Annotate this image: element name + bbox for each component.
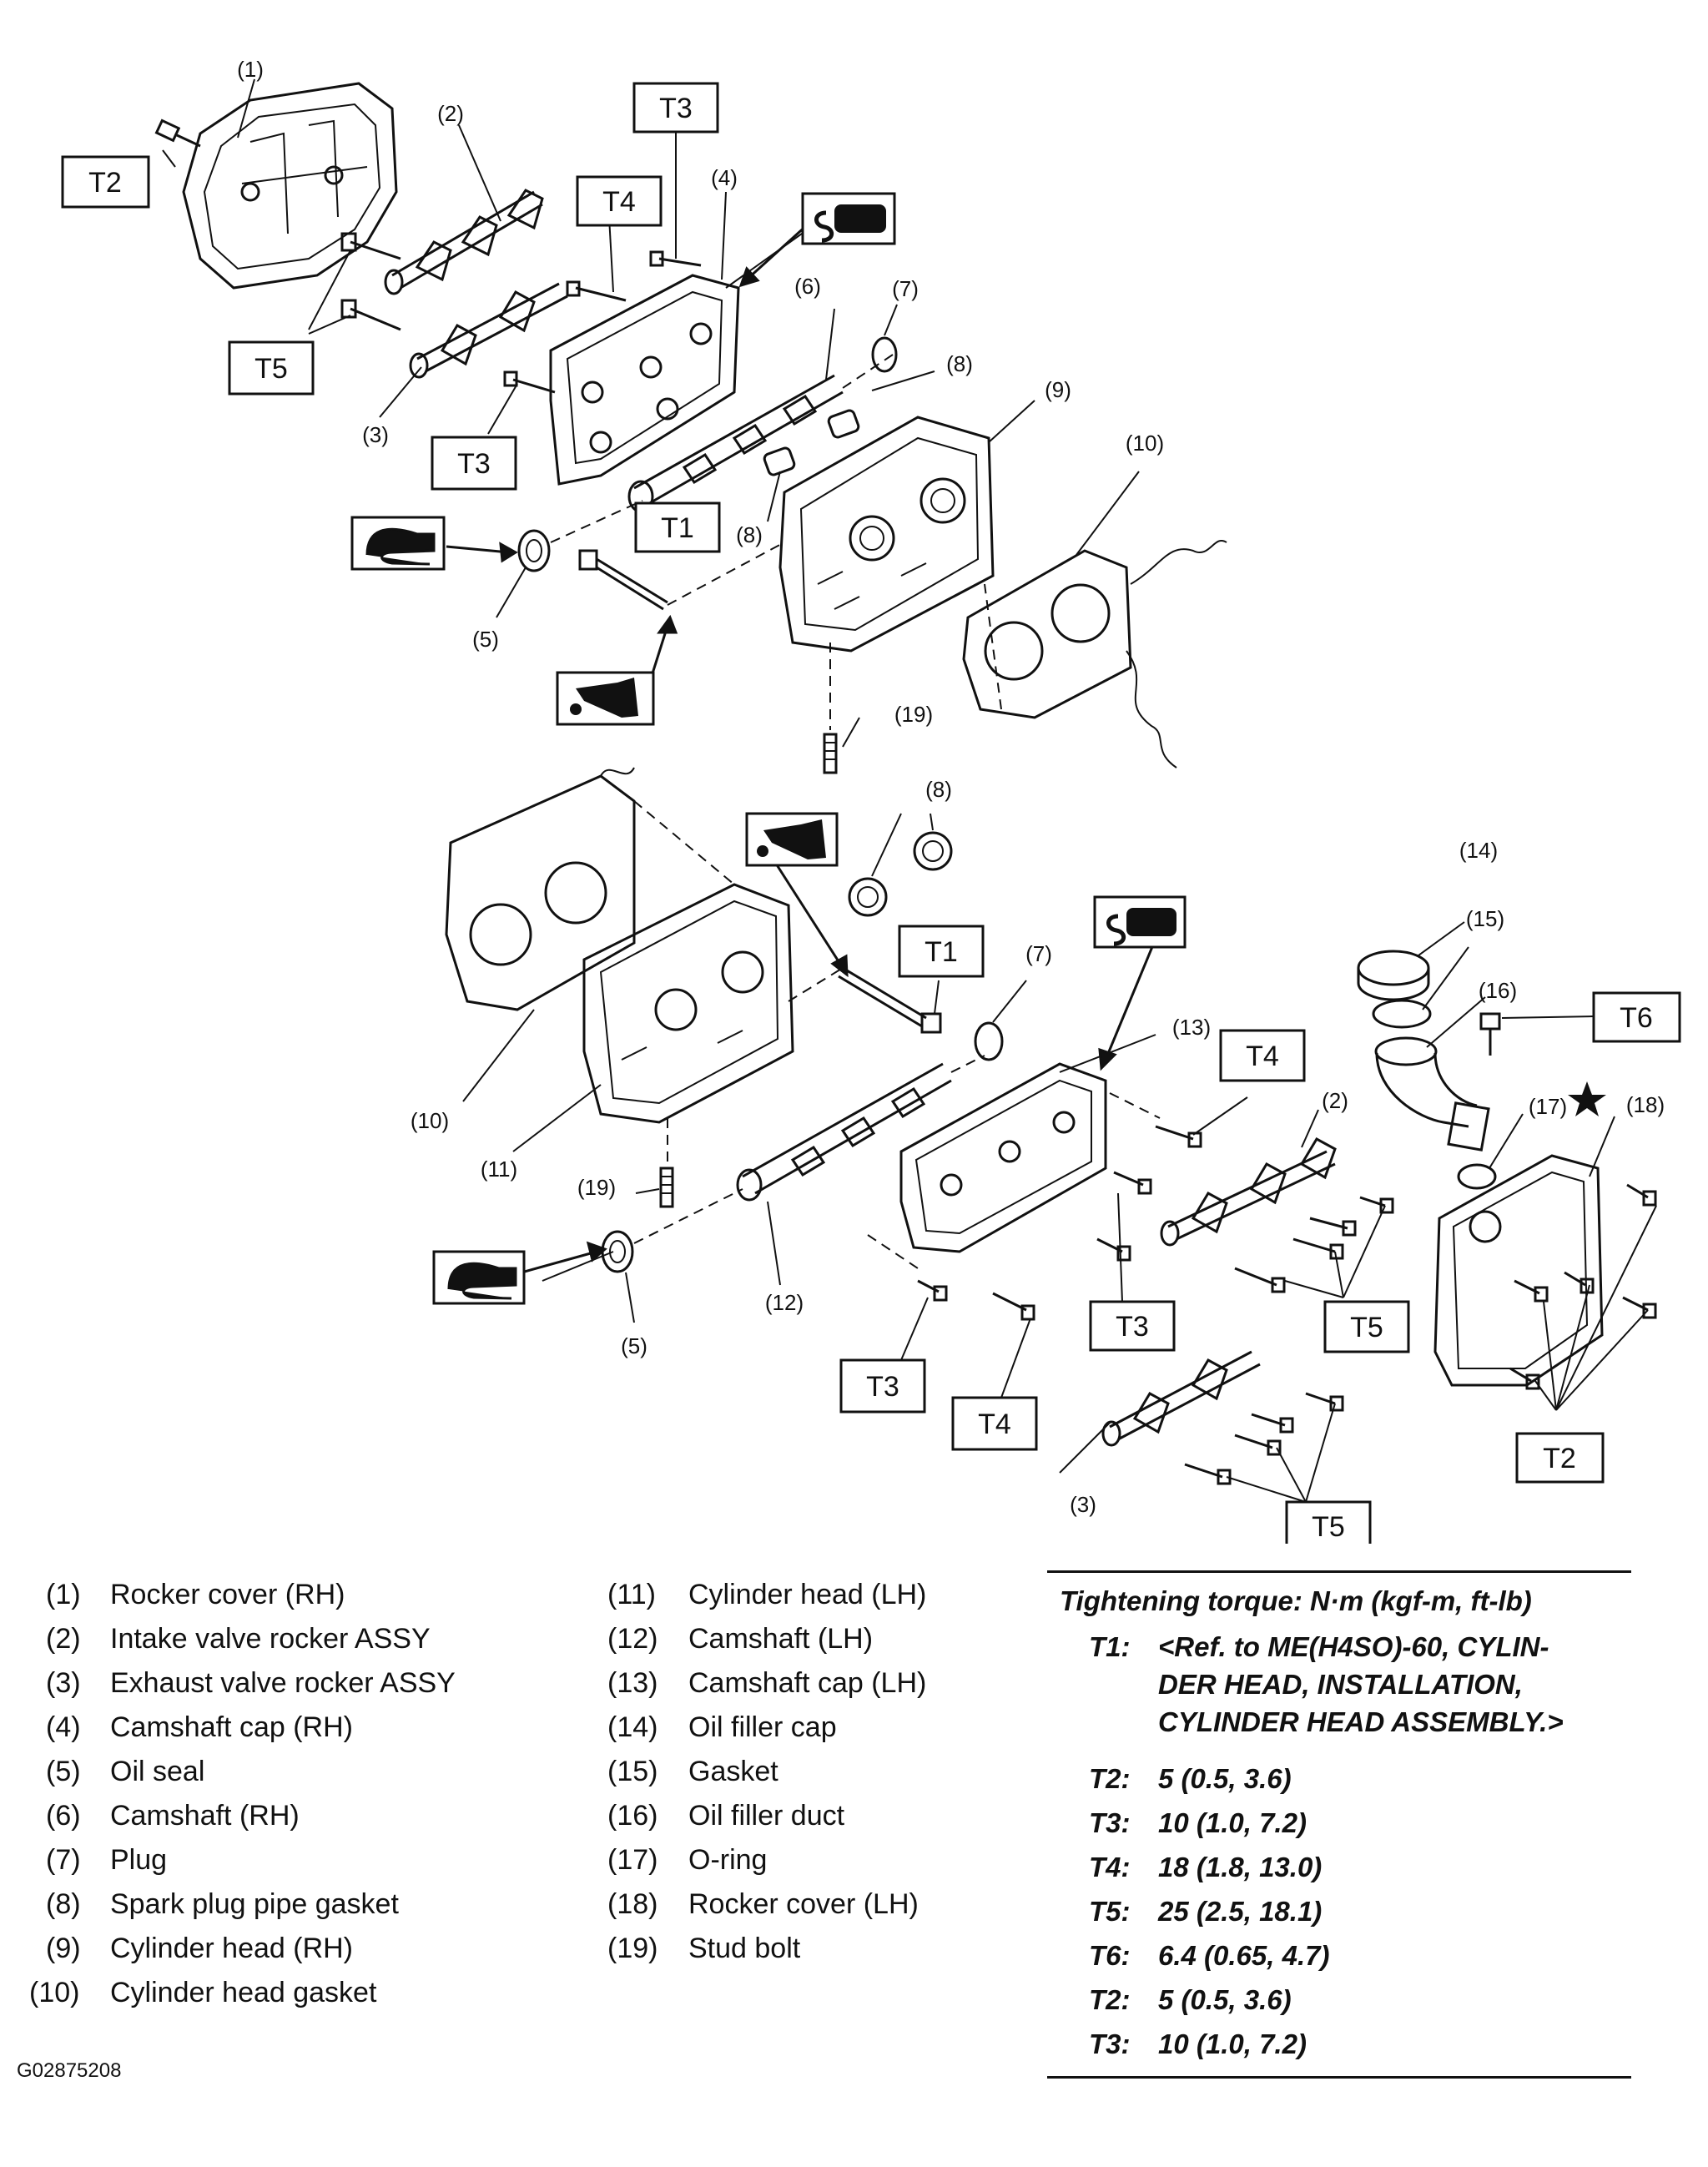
callout-12: (12) xyxy=(765,1290,804,1315)
torque-box-t3-lower: T3 xyxy=(1116,1311,1149,1343)
grease-symbol-upper xyxy=(350,516,446,571)
torque-box-t4-lower: T4 xyxy=(1246,1041,1279,1072)
callout-2-upper: (2) xyxy=(437,101,464,126)
oil-filler-duct xyxy=(1374,1036,1490,1152)
torque-box-t3-top: T3 xyxy=(659,93,693,124)
sealant-symbol-upper xyxy=(801,192,896,245)
stud-bolt-lh xyxy=(659,1167,674,1208)
callout-19-upper: (19) xyxy=(894,702,933,727)
bolts-t5-upper xyxy=(340,232,401,331)
bolts-t3-t4-upper xyxy=(503,250,702,394)
camshaft-cap-lh xyxy=(899,1062,1107,1253)
callout-15: (15) xyxy=(1466,906,1504,931)
callout-16: (16) xyxy=(1479,978,1517,1003)
torque-box-t2-top: T2 xyxy=(88,167,122,199)
grease-symbol-lower xyxy=(432,1250,526,1305)
sealant-symbol-lower xyxy=(1093,895,1187,949)
bolts-t5-lower-1 xyxy=(1234,1196,1394,1293)
callout-14: (14) xyxy=(1459,838,1498,863)
callout-18: (18) xyxy=(1626,1092,1665,1117)
spark-plug-gaskets-rh xyxy=(763,409,860,476)
cylinder-head-gasket-lh xyxy=(445,767,636,1011)
figure-code: G02875208 xyxy=(17,2059,122,2082)
callout-19-lower: (19) xyxy=(577,1175,616,1200)
callout-1: (1) xyxy=(237,57,264,82)
torque-box-t5-top: T5 xyxy=(254,353,288,385)
exhaust-rocker-assy-rh xyxy=(409,282,568,379)
callout-7-lower: (7) xyxy=(1025,941,1052,966)
intake-rocker-assy-lh xyxy=(1160,1136,1337,1247)
callout-11: (11) xyxy=(481,1157,517,1182)
oil-symbol-lower xyxy=(745,812,839,867)
callout-9: (9) xyxy=(1045,377,1071,402)
torque-box-t1-top: T1 xyxy=(661,512,694,544)
camshaft-lh xyxy=(736,1062,952,1202)
bolt-t2-top xyxy=(154,118,201,148)
rocker-cover-lh xyxy=(1433,1154,1604,1387)
exhaust-rocker-assy-lh xyxy=(1101,1350,1261,1447)
o-ring xyxy=(1457,1163,1497,1190)
torque-box-t5-lower-2: T5 xyxy=(1312,1511,1345,1543)
stud-bolt-rh xyxy=(823,733,838,774)
spark-plug-gaskets-lh xyxy=(848,831,953,917)
torque-box-t4-bottom: T4 xyxy=(978,1409,1011,1440)
rocker-cover-rh xyxy=(182,82,398,290)
star-marker xyxy=(1568,1081,1606,1116)
callout-6: (6) xyxy=(794,274,821,299)
torque-box-t5-lower-1: T5 xyxy=(1350,1312,1383,1343)
cylinder-head-rh xyxy=(778,416,995,653)
callout-5-upper: (5) xyxy=(472,627,499,652)
torque-top-rule xyxy=(1047,1570,1631,1573)
oil-seal-lh xyxy=(601,1230,634,1273)
torque-heading: Tightening torque: N·m (kgf-m, ft-lb) xyxy=(1060,1585,1532,1616)
oil-filler-cap xyxy=(1357,950,1430,1001)
callout-3-lower: (3) xyxy=(1070,1492,1096,1517)
callout-10-upper: (10) xyxy=(1126,431,1164,456)
torque-box-t4-top: T4 xyxy=(602,186,636,218)
intake-rocker-assy-rh xyxy=(384,189,544,295)
torque-box-t2-lower: T2 xyxy=(1543,1443,1576,1474)
bolts-t3-t4-lower xyxy=(917,1125,1202,1321)
torque-box-t3-bottom: T3 xyxy=(866,1371,899,1403)
oil-symbol-upper xyxy=(556,671,655,726)
callout-4: (4) xyxy=(711,165,738,190)
callout-10-lower: (10) xyxy=(411,1108,449,1133)
callout-7-upper: (7) xyxy=(892,276,919,301)
head-bolt-t1-lower xyxy=(838,966,942,1034)
cylinder-head-gasket-rh xyxy=(962,540,1227,769)
callout-8-upper-left: (8) xyxy=(736,522,763,547)
camshaft-cap-rh xyxy=(549,274,740,486)
torque-box-t1-lower: T1 xyxy=(925,936,958,968)
plug-rh xyxy=(871,336,898,373)
callout-3-upper: (3) xyxy=(362,422,389,447)
torque-bottom-rule xyxy=(1047,2076,1631,2079)
bolts-t5-lower-2 xyxy=(1184,1392,1344,1485)
callout-5-lower: (5) xyxy=(621,1333,647,1358)
exploded-view-diagram: T2 T3 T4 T5 T3 T1 T1 T4 T3 T5 T3 T4 T5 T… xyxy=(61,57,1681,1544)
callout-8-upper-right: (8) xyxy=(946,351,973,376)
bolt-t6 xyxy=(1479,1012,1501,1056)
cylinder-head-lh xyxy=(582,883,794,1124)
plug-lh xyxy=(974,1021,1004,1061)
head-bolt-t1-upper xyxy=(578,549,668,611)
callout-13: (13) xyxy=(1172,1015,1211,1040)
bolts-t2-lower xyxy=(1509,1183,1657,1390)
callout-17: (17) xyxy=(1529,1094,1567,1119)
camshaft-rh xyxy=(627,374,844,513)
oil-seal-rh xyxy=(517,529,551,572)
callout-2-lower: (2) xyxy=(1322,1088,1348,1113)
torque-box-t3-mid: T3 xyxy=(457,448,491,480)
torque-box-t6: T6 xyxy=(1620,1002,1653,1034)
callout-8-lower: (8) xyxy=(925,777,952,802)
oil-filler-gasket xyxy=(1372,999,1432,1029)
